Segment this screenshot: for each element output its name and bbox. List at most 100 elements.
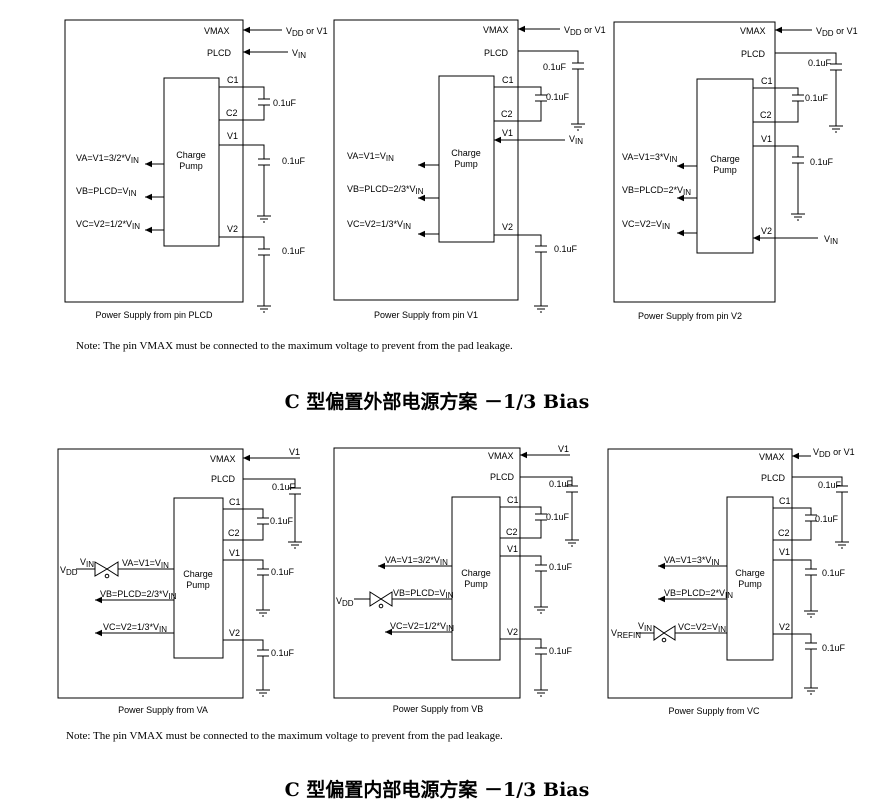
ground-icon [256, 609, 270, 617]
gate-bubble-icon [378, 603, 384, 609]
c2-label: C2 [226, 108, 238, 118]
panel-caption: Power Supply from VA [118, 705, 208, 715]
c1-label: C1 [507, 495, 519, 505]
va-output-label: VA=V1=VIN [347, 151, 394, 163]
flying-cap-value: 0.1uF [546, 92, 570, 102]
c1-label: C1 [779, 496, 791, 506]
flying-capacitor-wires [753, 87, 799, 123]
vin-switch-label: VIN [80, 557, 94, 569]
c2-label: C2 [506, 527, 518, 537]
vmax-source-label: V1 [289, 447, 300, 457]
charge-pump-label-2: Pump [179, 161, 203, 171]
vin-source-label: VIN [824, 234, 838, 246]
ground-icon [791, 213, 805, 221]
charge-pump-block [173, 497, 224, 659]
plcd-capacitor-icon [572, 62, 584, 70]
v2-pin-label: V2 [779, 622, 790, 632]
charge-pump-label-1: Charge [176, 150, 206, 160]
charge-pump-label-2: Pump [464, 579, 488, 589]
charge-pump-label-1: Charge [735, 568, 765, 578]
panel-caption: Power Supply from VB [393, 704, 484, 714]
v2-capacitor-icon [535, 245, 547, 253]
flying-cap-value: 0.1uF [546, 512, 570, 522]
v1-capacitor-icon [257, 568, 269, 576]
plcd-cap-wires [792, 476, 843, 542]
charge-pump-label-2: Pump [738, 579, 762, 589]
v1-capacitor-icon [535, 564, 547, 572]
vin-source-label: VIN [292, 48, 306, 60]
vdd-source-label: VDD [336, 596, 354, 608]
v1-pin-label: V1 [227, 131, 238, 141]
external-panel-v1: VMAX VDD or V1 PLCD 0.1uF Charge Pump C1… [333, 19, 606, 320]
v1-cap-wires [773, 559, 812, 611]
plcd-capacitor-icon [836, 485, 848, 493]
charge-pump-label-2: Pump [713, 165, 737, 175]
c1-label: C1 [502, 75, 514, 85]
external-panel-v2: VMAX VDD or V1 PLCD 0.1uF Charge Pump C1… [613, 21, 858, 321]
charge-pump-block [696, 78, 754, 254]
va-output-label: VA=V1=3/2*VIN [385, 555, 448, 567]
v1-cap-wires [219, 144, 265, 216]
v2-cap-wires [773, 633, 812, 688]
flying-capacitor-wires [773, 507, 812, 541]
ground-icon [534, 606, 548, 614]
v2-pin-label: V2 [507, 627, 518, 637]
ground-icon [804, 687, 818, 695]
flying-cap-value: 0.1uF [815, 514, 839, 524]
plcd-pin-label: PLCD [490, 472, 515, 482]
plcd-cap-value: 0.1uF [272, 482, 296, 492]
vin-switch-label: VIN [638, 621, 652, 633]
flying-capacitor-icon [257, 517, 269, 525]
internal-panel-vc: VMAX VDD or V1 PLCD 0.1uF Charge Pump C1… [607, 447, 855, 716]
va-output-label: VA=V1=3*VIN [664, 555, 720, 567]
vrefin-source-label: VREFIN [611, 628, 641, 640]
ground-icon [534, 305, 548, 313]
charge-pump-block [163, 77, 220, 247]
v1-cap-wires [753, 145, 799, 214]
v1-capacitor-icon [805, 568, 817, 576]
flying-capacitor-wires [223, 508, 264, 541]
va-output-label: VA=V1=VIN [122, 558, 169, 570]
v1-pin-label: V1 [229, 548, 240, 558]
vmax-source-label: VDD or V1 [286, 26, 328, 38]
charge-pump-label-2: Pump [454, 159, 478, 169]
charge-pump-label-1: Charge [461, 568, 491, 578]
ground-icon [256, 689, 270, 697]
v1-cap-value: 0.1uF [282, 156, 306, 166]
vmax-pin-label: VMAX [483, 25, 509, 35]
v2-pin-label: V2 [761, 226, 772, 236]
plcd-cap-wires [518, 50, 579, 124]
v1-cap-value: 0.1uF [271, 567, 295, 577]
plcd-cap-value: 0.1uF [818, 480, 842, 490]
flying-capacitor-wires [219, 86, 265, 121]
ground-icon [804, 610, 818, 618]
ground-icon [835, 541, 849, 549]
plcd-cap-wires [775, 52, 837, 126]
plcd-pin-label: PLCD [211, 474, 236, 484]
vc-output-label: VC=V2=1/2*VIN [390, 621, 454, 633]
vb-output-label: VB=PLCD=VIN [76, 186, 137, 198]
ground-icon [257, 305, 271, 313]
ground-icon [288, 541, 302, 549]
c2-label: C2 [778, 528, 790, 538]
charge-pump-label-1: Charge [183, 569, 213, 579]
ground-icon [571, 123, 585, 131]
plcd-capacitor-icon [289, 487, 301, 495]
transmission-gate-icon [94, 561, 119, 577]
vmax-source-label: VDD or V1 [816, 26, 858, 38]
charge-pump-block [451, 496, 501, 661]
ground-icon [257, 215, 271, 223]
v2-pin-label: V2 [227, 224, 238, 234]
v2-capacitor-icon [535, 647, 547, 655]
external-panel-plcd: VMAX VDD or V1 PLCD VIN Charge Pump C1 C… [64, 19, 328, 320]
charge-pump-label-2: Pump [186, 580, 210, 590]
v1-cap-wires [500, 555, 542, 607]
v2-pin-label: V2 [502, 222, 513, 232]
flying-cap-value: 0.1uF [273, 98, 297, 108]
va-output-label: VA=V1=3*VIN [622, 152, 678, 164]
vc-output-label: VC=V2=1/2*VIN [76, 219, 140, 231]
vmax-pin-label: VMAX [740, 26, 766, 36]
panel-caption: Power Supply from pin V2 [638, 311, 742, 321]
plcd-cap-value: 0.1uF [543, 62, 567, 72]
